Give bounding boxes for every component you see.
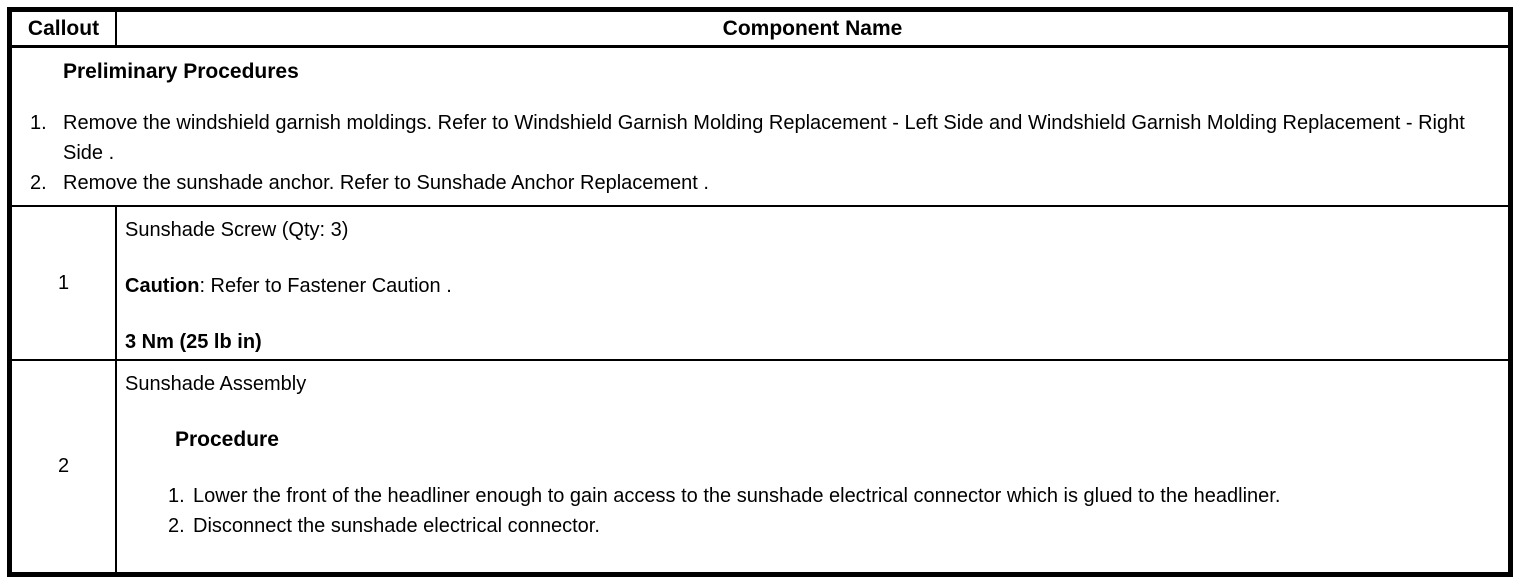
component-name-text: Sunshade Assembly (125, 373, 307, 395)
component-callout-table: Callout Component Name Preliminary Proce… (7, 7, 1513, 577)
preliminary-procedures-title: Preliminary Procedures (63, 60, 299, 83)
preliminary-step-2: 2. Remove the sunshade anchor. Refer to … (12, 168, 1492, 198)
component-cell-2: Sunshade Assembly Procedure 1. Lower the… (117, 361, 1508, 572)
caution-label: Caution (125, 275, 200, 297)
procedure-title: Procedure (175, 428, 279, 451)
callout-column-header: Callout (12, 12, 117, 45)
component-name-text: Sunshade Screw (Qty: 3) (125, 219, 349, 241)
component-cell-1: Sunshade Screw (Qty: 3) Caution: Refer t… (117, 207, 1508, 359)
procedure-step-2: 2. Disconnect the sunshade electrical co… (125, 511, 1494, 541)
component-name-column-header: Component Name (722, 16, 903, 40)
table-row-callout-1: 1 Sunshade Screw (Qty: 3) Caution: Refer… (12, 207, 1508, 361)
preliminary-steps-list: 1. Remove the windshield garnish molding… (12, 108, 1492, 198)
procedure-step-1: 1. Lower the front of the headliner enou… (125, 481, 1494, 511)
table-header-row: Callout Component Name (12, 12, 1508, 48)
preliminary-step-1: 1. Remove the windshield garnish molding… (12, 108, 1492, 168)
step-number: 2. (168, 515, 185, 537)
procedure-steps-list: 1. Lower the front of the headliner enou… (125, 481, 1494, 541)
step-number: 2. (30, 172, 47, 194)
step-text: Remove the windshield garnish moldings. … (63, 112, 1465, 164)
step-text: Disconnect the sunshade electrical conne… (193, 515, 600, 537)
step-number: 1. (168, 485, 185, 507)
step-text: Lower the front of the headliner enough … (193, 485, 1281, 507)
caution-note: Caution: Refer to Fastener Caution . (125, 271, 1494, 301)
caution-text: : Refer to Fastener Caution . (199, 275, 452, 297)
callout-number-1: 1 (12, 207, 117, 359)
step-number: 1. (30, 112, 47, 134)
torque-spec: 3 Nm (25 lb in) (125, 331, 262, 353)
step-text: Remove the sunshade anchor. Refer to Sun… (63, 172, 709, 194)
callout-number-2: 2 (12, 361, 117, 572)
preliminary-procedures-section: Preliminary Procedures 1. Remove the win… (12, 48, 1508, 207)
table-row-callout-2: 2 Sunshade Assembly Procedure 1. Lower t… (12, 361, 1508, 572)
